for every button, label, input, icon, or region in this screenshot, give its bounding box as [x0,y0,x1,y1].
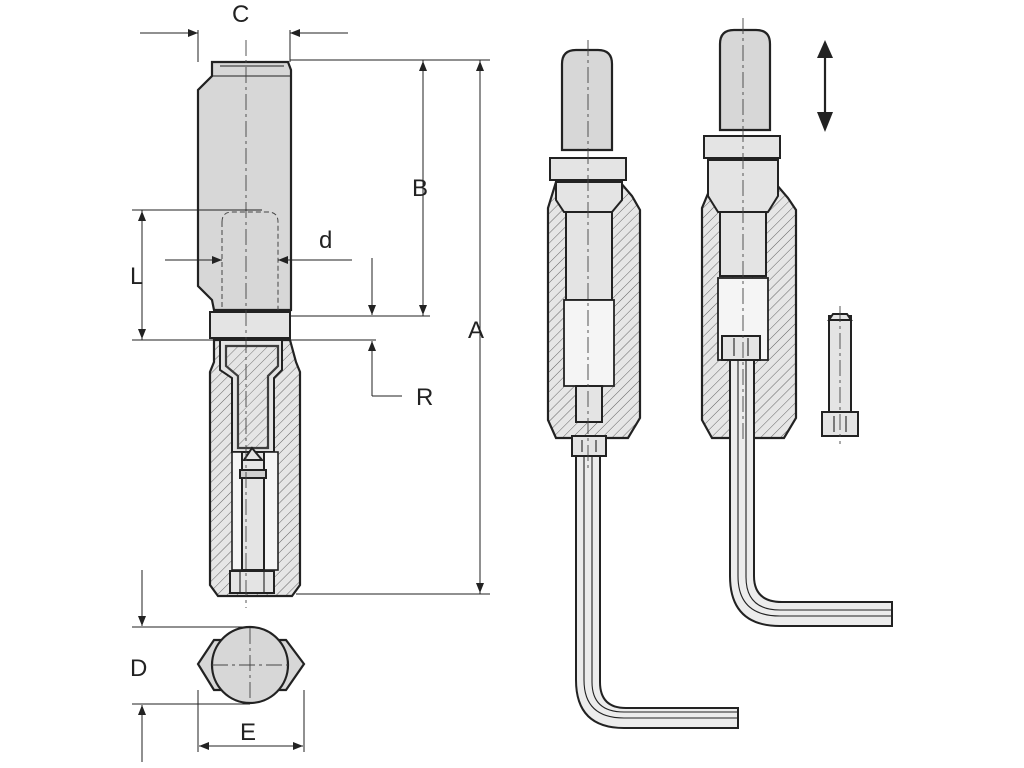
bottom-nut [229,570,275,594]
nut-2 [571,435,607,457]
label-d-large: D [130,655,147,682]
handle-collar [209,311,291,339]
inner-pin-head [239,469,267,479]
hex-key-3-edge [737,360,892,617]
plunger-insert-hatch [224,344,280,450]
label-e: E [240,719,256,746]
top-pin-3 [718,28,772,132]
label-c: C [232,1,249,28]
main-elevation-view [196,40,302,608]
hex-key-2 [575,455,739,729]
section-view-key-retracted [700,18,893,627]
double-arrow-vertical-icon [817,40,833,132]
bore-2 [563,299,615,387]
hex-key-3 [729,359,893,627]
label-a: A [468,317,484,344]
housing-top-recess-2 [555,181,623,213]
end-view [196,625,306,705]
handle-hidden-pocket [221,211,279,310]
handle-body [196,60,293,312]
hex-key-3-edge-b [745,360,892,611]
cap-screw-view [821,306,859,444]
top-pin [560,48,614,152]
hex-key-2-edge-b [591,456,738,713]
section-view-key-inserted [546,40,739,729]
inner-pin-tip [242,446,265,461]
dimension-labels: C B d L A R D E [130,1,484,746]
top-pin-collar-3 [703,135,781,159]
label-b: B [412,175,428,202]
plunger-2 [565,211,613,301]
label-d-small: d [319,227,332,254]
bore-lower-2 [575,385,603,423]
dimension-lines [132,29,490,762]
label-l: L [130,263,143,290]
screw-head-3 [721,335,761,361]
hex-key-2-edge [583,456,738,719]
label-r: R [416,384,433,411]
